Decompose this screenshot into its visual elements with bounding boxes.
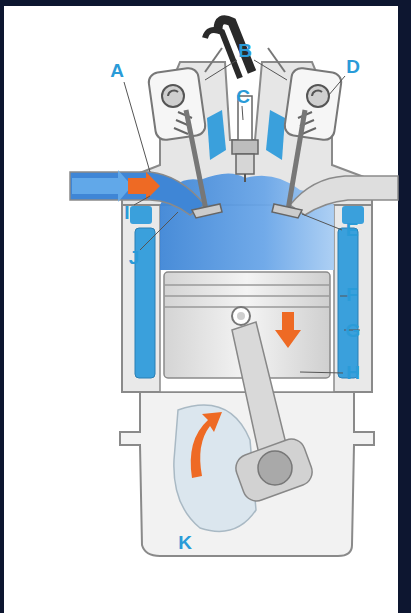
leader-line — [242, 106, 243, 120]
frame — [0, 0, 4, 613]
exhaust-port — [290, 176, 398, 215]
piston-pin — [237, 312, 245, 320]
piston-pin — [232, 307, 250, 325]
camshaft — [312, 90, 322, 96]
callout-letter: C — [236, 87, 250, 107]
callout-letter: D — [346, 57, 360, 77]
leader-line — [302, 214, 342, 230]
connecting-rod — [232, 435, 316, 505]
valve-head — [272, 204, 302, 218]
leader-line — [205, 60, 237, 80]
valve-spring-box — [148, 67, 207, 141]
rocker-line — [205, 48, 222, 72]
callout-letter: F — [346, 285, 358, 305]
intake-arrow — [128, 172, 160, 200]
spark-plug — [244, 174, 246, 182]
piston-ring — [164, 306, 330, 308]
camshaft — [307, 85, 329, 107]
camshaft — [162, 85, 184, 107]
frame — [0, 0, 411, 6]
water-jacket — [207, 110, 226, 160]
leader-line — [328, 76, 345, 96]
spark-plug — [236, 154, 254, 174]
frame — [398, 0, 411, 613]
crank-pin — [258, 451, 292, 485]
callout-letter: A — [110, 61, 124, 81]
spark-plug — [232, 140, 258, 154]
valve-spring-box — [284, 67, 343, 141]
callout-letter: G — [346, 321, 361, 341]
water-jacket — [266, 110, 285, 160]
callout-letter: B — [238, 41, 252, 61]
intake-flow — [72, 170, 132, 202]
water-jacket — [338, 228, 358, 378]
rocker-line — [268, 48, 285, 72]
spark-plug-wire — [205, 30, 240, 78]
piston-ring — [164, 284, 330, 286]
rotation-arrow — [191, 412, 222, 478]
valve-stem — [186, 110, 206, 210]
leader-line — [134, 196, 150, 205]
crankcase — [120, 390, 374, 556]
leader-line — [300, 372, 343, 373]
piston-arrow — [275, 312, 301, 348]
piston-ring — [164, 295, 330, 297]
callout-letter: J — [129, 248, 140, 268]
leader-lines — [124, 60, 360, 373]
water-jacket — [130, 206, 152, 224]
callout-letter: K — [178, 533, 192, 553]
valve-stem — [288, 110, 305, 210]
leader-line — [140, 212, 178, 250]
valve-head — [192, 204, 222, 218]
callout-letter: E — [346, 220, 359, 240]
leader-line — [254, 60, 287, 80]
callout-letter: H — [346, 363, 360, 383]
callout-letter: I — [124, 203, 129, 223]
camshaft — [168, 90, 178, 96]
leader-line — [124, 82, 150, 172]
